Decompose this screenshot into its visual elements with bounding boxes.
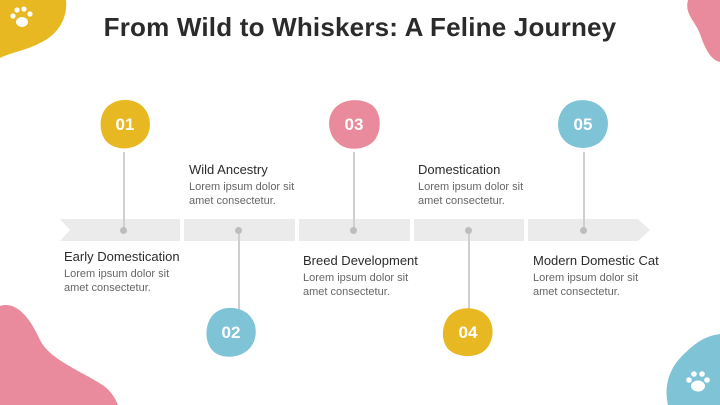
stem-03 [353,152,355,230]
step-description-line-2: amet consectetur. [189,195,276,207]
step-number-02: 02 [221,323,241,342]
step-description-line-2: amet consectetur. [303,286,390,298]
step-02: Wild Ancestry Lorem ipsum dolor sit amet… [189,162,349,208]
step-number-01: 01 [115,115,135,134]
step-number-badge-05: 05 [555,99,611,151]
step-number-badge-02: 02 [203,307,259,359]
timeline-arrow-head [638,219,650,241]
stem-04 [468,230,470,310]
step-number-badge-03: 03 [326,99,382,151]
step-number-04: 04 [458,323,478,342]
step-description-line-1: Lorem ipsum dolor sit [64,268,170,280]
step-number-05: 05 [573,115,593,134]
step-title: Breed Development [303,253,418,268]
timeline-arrow-tail [60,219,70,241]
paw-print-icon [686,371,710,392]
paw-print-icon [10,6,33,27]
step-04: Domestication Lorem ipsum dolor sit amet… [418,162,578,208]
step-number-03: 03 [344,115,364,134]
step-description-line-2: amet consectetur. [533,286,620,298]
step-number-badge-01: 01 [97,99,153,151]
step-description-line-1: Lorem ipsum dolor sit [418,181,524,193]
stem-02 [238,230,240,310]
corner-blob-bottom-right [666,334,720,405]
step-description-line-1: Lorem ipsum dolor sit [533,272,639,284]
corner-blob-top-right [687,0,720,62]
dot-05 [580,227,587,234]
slide-title: From Wild to Whiskers: A Feline Journey [103,12,617,42]
dot-02 [235,227,242,234]
step-description-line-1: Lorem ipsum dolor sit [189,181,295,193]
dot-03 [350,227,357,234]
step-description-line-2: amet consectetur. [418,195,505,207]
step-05: Modern Domestic Cat Lorem ipsum dolor si… [533,253,693,299]
step-01: Early Domestication Lorem ipsum dolor si… [64,249,224,295]
dot-04 [465,227,472,234]
stem-01 [123,152,125,230]
stem-05 [583,152,585,230]
step-title: Modern Domestic Cat [533,253,659,268]
step-title: Early Domestication [64,249,180,264]
step-03: Breed Development Lorem ipsum dolor sit … [303,253,463,299]
step-title: Domestication [418,162,501,177]
corner-blob-top-left [0,0,67,58]
dot-01 [120,227,127,234]
step-title: Wild Ancestry [189,162,268,177]
corner-blob-bottom-left [0,304,118,405]
step-description-line-1: Lorem ipsum dolor sit [303,272,409,284]
step-number-badge-04: 04 [440,307,496,359]
step-description-line-2: amet consectetur. [64,282,151,294]
